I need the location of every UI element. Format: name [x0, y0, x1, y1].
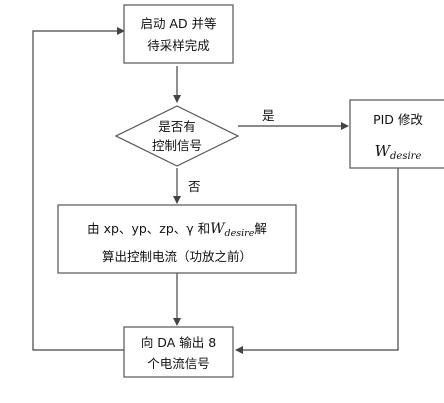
node-start-line-2: 待采样完成	[147, 38, 210, 53]
node-output-da-currents: 向 DA 输出 8 个电流信号	[123, 326, 234, 378]
compute-line1-suffix: 解	[254, 221, 267, 236]
node-pid-modify: PID 修改 Wdesire	[349, 99, 444, 169]
edge-loop-back	[32, 27, 125, 351]
edge-label-no: 否	[188, 179, 201, 194]
compute-math-sub: desire	[225, 228, 255, 239]
node-pid-math: Wdesire	[375, 142, 422, 162]
pid-math-sub: desire	[390, 151, 421, 162]
pid-math-base: W	[375, 142, 392, 160]
edge-label-yes: 是	[262, 108, 275, 123]
node-control-signal-decision: 是否有 控制信号	[114, 105, 240, 167]
node-compute-line-1: 由 xp、yp、zp、γ 和Wdesire解	[87, 221, 267, 239]
compute-math-base: W	[210, 221, 226, 237]
edges: 是 否	[32, 27, 399, 354]
node-compute-line-2: 算出控制电流（功放之前）	[102, 249, 252, 264]
node-output-line-1: 向 DA 输出 8	[141, 335, 216, 350]
node-start-ad-sampling: 启动 AD 并等 待采样完成	[123, 4, 234, 64]
edge-pid-to-output	[235, 168, 399, 354]
compute-line1-prefix: 由 xp、yp、zp、γ 和	[87, 221, 210, 236]
node-compute-control-current: 由 xp、yp、zp、γ 和Wdesire解 算出控制电流（功放之前）	[57, 204, 297, 274]
node-output-line-2: 个电流信号	[147, 356, 210, 371]
node-decision-line-2: 控制信号	[152, 138, 202, 153]
node-start-line-1: 启动 AD 并等	[140, 16, 216, 31]
node-decision-line-1: 是否有	[158, 119, 196, 134]
node-pid-line-1: PID 修改	[373, 112, 423, 127]
